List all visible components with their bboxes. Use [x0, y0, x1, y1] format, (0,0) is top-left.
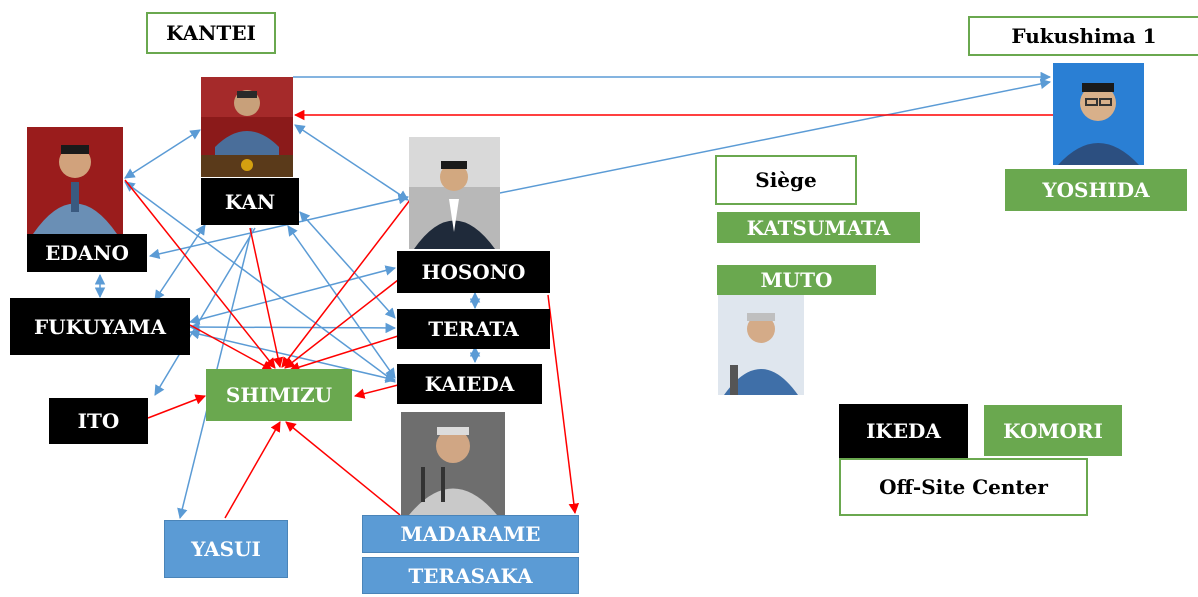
arrow-edano-kan: [124, 129, 201, 179]
yoshida-photo: [1053, 63, 1144, 165]
ikeda-label: IKEDA: [839, 404, 968, 458]
kantei-label: KANTEI: [146, 12, 276, 54]
offsite-center-label: Off-Site Center: [839, 458, 1088, 516]
arrow-madarame-shimizu: [285, 421, 401, 516]
muto-portrait-icon: [718, 295, 804, 395]
arrow-hosono-yoshida: [488, 78, 1052, 199]
arrow-hosono-shimizu-a: [281, 199, 411, 368]
arrow-kan-shimizu: [249, 227, 284, 369]
shimizu-label: SHIMIZU: [206, 369, 352, 421]
arrow-kan-kaieda: [287, 225, 396, 379]
arrow-yasui-shimizu: [224, 421, 281, 519]
arrow-kan-terata: [299, 211, 396, 319]
arrow-fukuyama-hosono: [188, 265, 397, 325]
kaieda-label: KAIEDA: [397, 364, 542, 404]
muto-label: MUTO: [717, 265, 876, 295]
hosono-portrait-icon: [409, 137, 500, 249]
arrow-kaieda-shimizu: [353, 384, 399, 399]
arrow-kan-ito: [154, 227, 256, 396]
arrow-hosono-shimizu-b: [284, 279, 399, 369]
arrow-edano-kaieda: [124, 181, 396, 383]
arrow-kan-hosono: [294, 124, 409, 201]
muto-photo: [718, 295, 804, 395]
madarame-label: MADARAME: [362, 515, 579, 553]
kan-photo: [201, 77, 293, 177]
terata-label: TERATA: [397, 309, 550, 349]
katsumata-label: KATSUMATA: [717, 212, 920, 243]
hosono-photo: [409, 137, 500, 249]
arrow-fukuyama-shimizu: [189, 324, 273, 371]
siege-label: Siège: [715, 155, 857, 205]
yasui-label: YASUI: [164, 520, 288, 578]
ito-label: ITO: [49, 398, 148, 444]
kan-portrait-icon: [201, 77, 293, 177]
arrow-ito-shimizu: [147, 394, 206, 419]
terasaka-label: TERASAKA: [362, 557, 579, 594]
komori-label: KOMORI: [984, 405, 1122, 456]
arrow-hosono-madarame: [547, 294, 580, 515]
yoshida-label: YOSHIDA: [1005, 169, 1187, 211]
fukuyama-label: FUKUYAMA: [10, 298, 190, 355]
arrow-terata-shimizu: [288, 335, 399, 373]
madarame-photo: [401, 412, 505, 515]
edano-label: EDANO: [27, 234, 147, 272]
edano-portrait-icon: [27, 127, 123, 234]
hosono-label: HOSONO: [397, 251, 550, 293]
arrow-fukuyama-terata: [188, 321, 397, 334]
edano-photo: [27, 127, 123, 234]
fukushima1-label: Fukushima 1: [968, 16, 1198, 56]
arrow-edano-shimizu: [124, 179, 276, 369]
kan-label: KAN: [201, 178, 299, 225]
yoshida-portrait-icon: [1053, 63, 1144, 165]
madarame-portrait-icon: [401, 412, 505, 515]
